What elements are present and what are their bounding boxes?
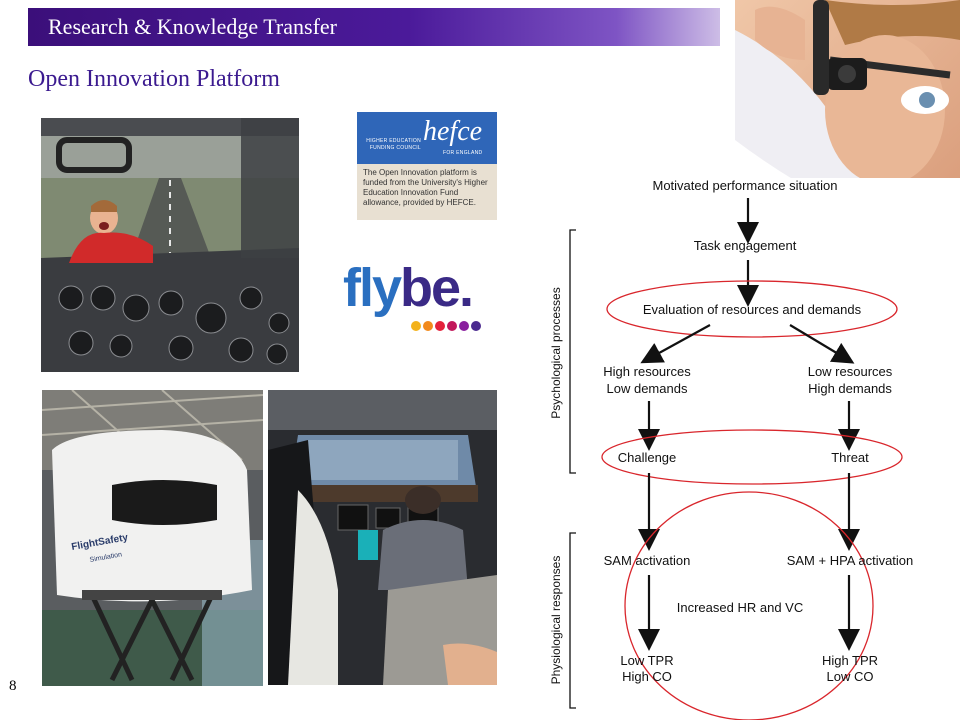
flybe-dot-1 <box>423 321 433 331</box>
flybe-be: be. <box>400 258 474 318</box>
challenge-threat-highlight <box>601 429 903 485</box>
side-label-phys: Physiological responses <box>549 556 563 685</box>
left-outcome-line1: Low TPR <box>620 653 673 668</box>
motivated-situation-text: Motivated performance situation <box>653 178 838 193</box>
increased-hr-vc-text: Increased HR and VC <box>677 600 803 615</box>
right-branch-line2: High demands <box>808 381 892 396</box>
challenge-threat-diagram: Psychological processes Physiological re… <box>540 178 960 721</box>
flybe-dot-2 <box>435 321 445 331</box>
cockpit-photo <box>41 118 299 372</box>
right-branch-line1: Low resources <box>808 364 893 379</box>
challenge-text: Challenge <box>618 450 677 465</box>
flybe-dots <box>411 318 483 336</box>
evaluation-highlight <box>606 280 898 338</box>
task-engagement-text: Task engagement <box>694 238 797 253</box>
corner-photo-eye-tracker <box>735 0 960 275</box>
flybe-dot-3 <box>447 321 457 331</box>
flybe-logo: flybe. <box>343 258 493 332</box>
hefce-logo: hefce <box>423 116 483 147</box>
header-bar: Research & Knowledge Transfer <box>28 8 720 46</box>
side-label-psych: Psychological processes <box>549 287 563 418</box>
right-outcome-line1: High TPR <box>822 653 878 668</box>
left-outcome-line2: High CO <box>622 669 672 684</box>
hefce-funding-box: HIGHER EDUCATION FUNDING COUNCIL hefce F… <box>357 112 497 220</box>
flybe-fly: fly <box>343 258 402 318</box>
sam-hpa-activation-text: SAM + HPA activation <box>787 553 914 568</box>
sam-activation-text: SAM activation <box>604 553 691 568</box>
right-outcome-line2: Low CO <box>827 669 874 684</box>
hefce-small-line2: FUNDING COUNCIL <box>369 145 421 151</box>
flybe-dot-0 <box>411 321 421 331</box>
evaluation-text: Evaluation of resources and demands <box>643 302 862 317</box>
phys-bracket <box>569 532 576 709</box>
hefce-funding-text: The Open Innovation platform is funded f… <box>363 168 488 207</box>
threat-text: Threat <box>831 450 869 465</box>
psych-bracket <box>569 229 576 474</box>
left-branch-line1: High resources <box>603 364 691 379</box>
hefce-small-line1: HIGHER EDUCATION <box>366 138 421 144</box>
hefce-side-text: FOR ENGLAND <box>443 150 483 156</box>
arrow-eval-right <box>789 324 855 364</box>
flybe-dot-4 <box>459 321 469 331</box>
flybe-dot-5 <box>471 321 481 331</box>
simulator-exterior-photo: FlightSafety Simulation <box>42 390 263 686</box>
page-subtitle: Open Innovation Platform <box>28 66 280 92</box>
slide-number: 8 <box>9 678 17 694</box>
hefce-logo-band: HIGHER EDUCATION FUNDING COUNCIL hefce F… <box>357 112 497 164</box>
header-title: Research & Knowledge Transfer <box>48 14 337 39</box>
arrow-eval-left <box>640 324 711 364</box>
left-branch-line2: Low demands <box>607 381 688 396</box>
simulator-interior-photo <box>268 390 497 685</box>
